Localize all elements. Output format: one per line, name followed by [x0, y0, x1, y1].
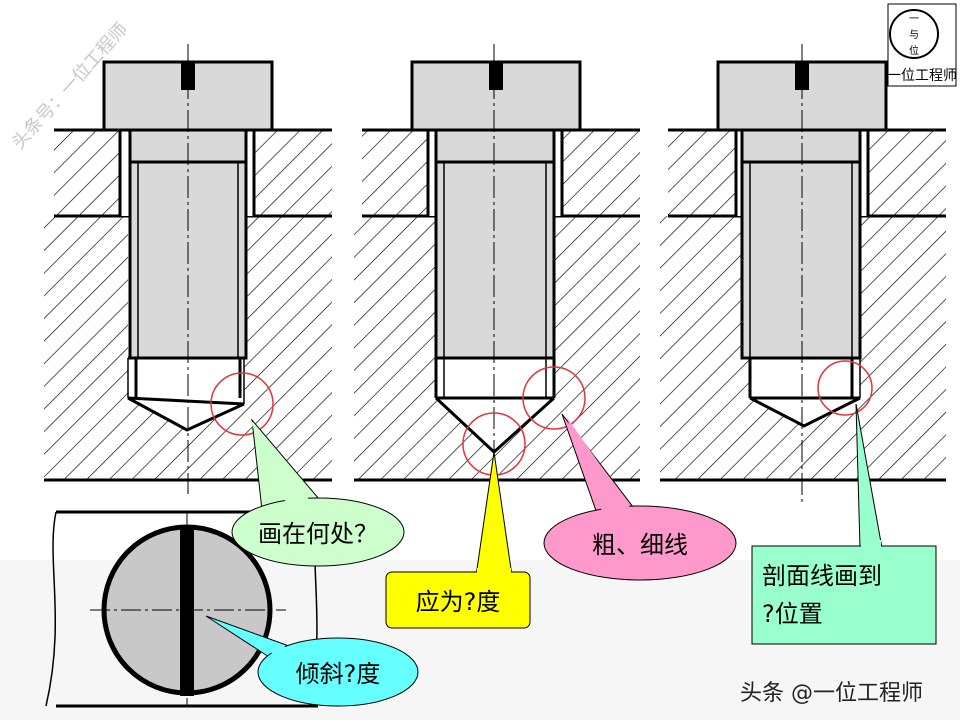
upper-plate-hatch-right [254, 130, 332, 216]
callout-hatch-extent-text-1: 剖面线画到 [762, 562, 882, 590]
brand-logo: 一 与 位 一位工程师 [887, 3, 957, 87]
logo-seal-char-3: 位 [909, 44, 919, 57]
callout-where-draw: 画在何处？ [231, 416, 405, 567]
assembly-left [44, 44, 332, 494]
callout-tilt: 倾斜?度 [205, 615, 419, 707]
callout-where-draw-text: 画在何处？ [258, 520, 378, 548]
logo-label: 一位工程师 [887, 68, 957, 84]
callout-line-type-text: 粗、细线 [592, 531, 688, 559]
highlight-circle-left [210, 372, 274, 436]
assembly-right [660, 44, 946, 504]
logo-seal-char-1: 一 [909, 14, 919, 25]
callout-hatch-extent-text-2: ?位置 [762, 600, 823, 628]
highlight-circle-middle-thread [522, 366, 586, 430]
callout-angle-text: 应为?度 [416, 588, 501, 616]
callout-tilt-text: 倾斜?度 [296, 660, 381, 688]
lower-plate-hatch [44, 216, 332, 480]
logo-seal-icon [889, 9, 939, 59]
highlight-circle-right [817, 360, 873, 416]
callout-hatch-extent: 剖面线画到 ?位置 [751, 403, 937, 645]
footer-watermark: 头条 @一位工程师 [740, 681, 923, 706]
callout-angle: 应为?度 [385, 451, 531, 629]
callout-line-type: 粗、细线 [543, 413, 737, 581]
logo-seal-char-2: 与 [909, 29, 919, 41]
bolt-top-view [45, 510, 319, 708]
